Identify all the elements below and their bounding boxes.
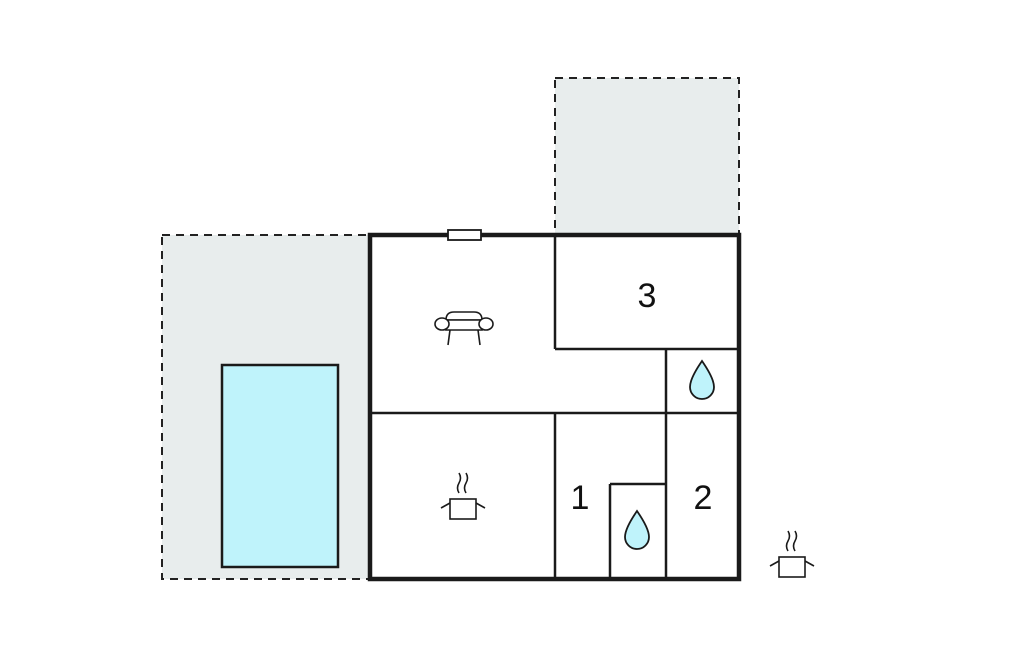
window xyxy=(447,229,482,241)
terrace-top xyxy=(554,77,740,236)
room-label-3: 3 xyxy=(638,277,657,315)
sofa-icon xyxy=(434,311,494,346)
water-drop-icon xyxy=(624,509,650,550)
swimming-pool xyxy=(220,363,340,569)
room-label-1: 1 xyxy=(571,479,590,517)
room-label-2: 2 xyxy=(694,479,713,517)
interior-walls xyxy=(370,235,739,579)
cooking-pot-icon xyxy=(440,472,486,520)
outdoor-cooking-pot-icon xyxy=(769,530,815,578)
water-drop-icon xyxy=(689,359,715,400)
